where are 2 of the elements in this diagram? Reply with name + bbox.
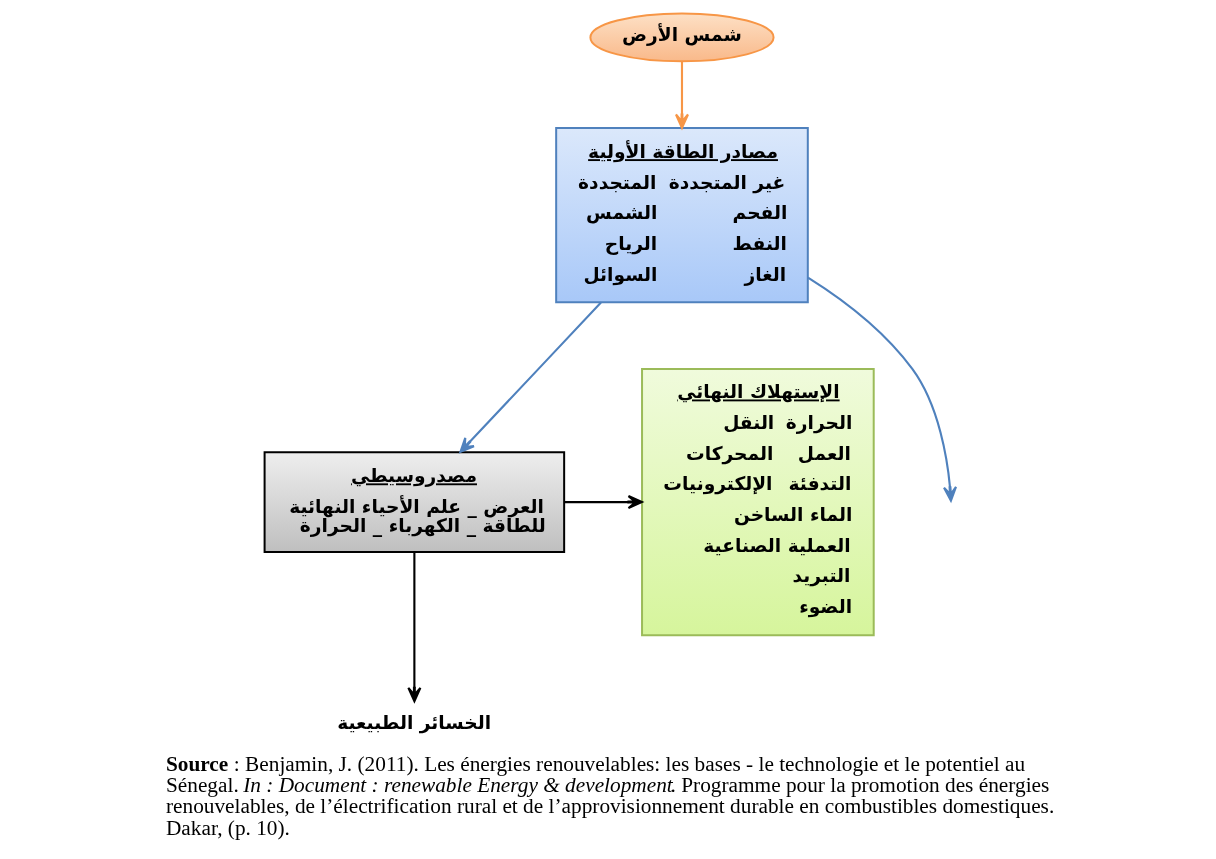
node-text: الخسائر الطبيعية <box>337 712 492 734</box>
caption: Source : Benjamin, J. (2011). Les énergies renouvelables: les bases - le technologie et le potentiel au Sénegal. In : Document : renewable Energy & development. Programme pour la promotion des énergies renouvelables, de l’électrification rural et de l’approvisionnement durable en combustibles domestiques. Dakar, (p. 10). <box>165 751 1055 840</box>
